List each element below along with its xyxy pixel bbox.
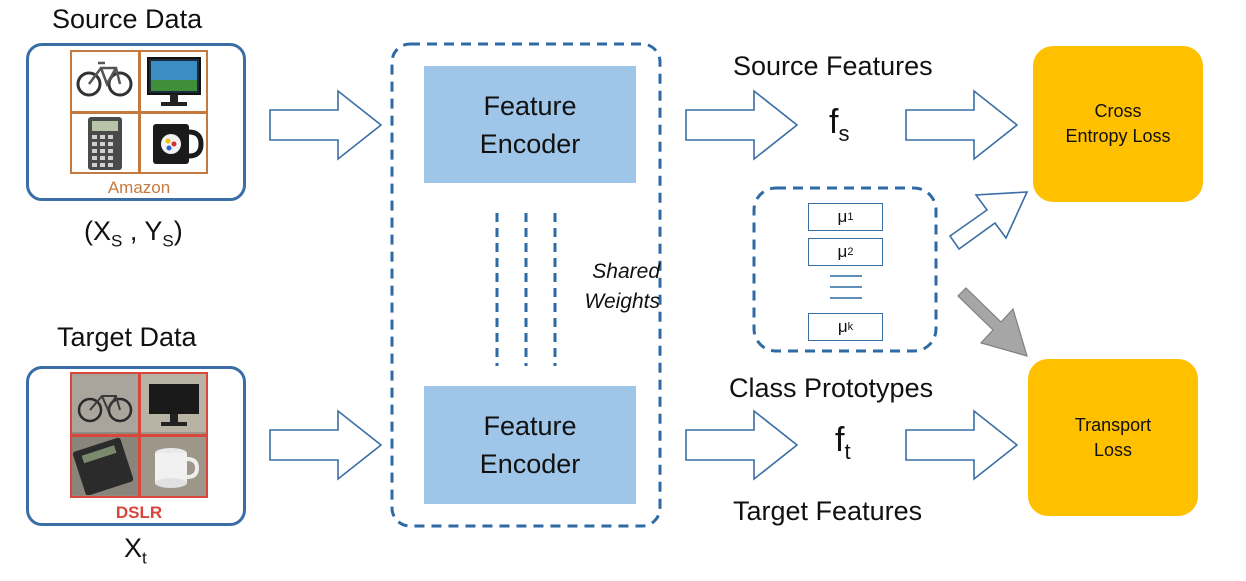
shared-weights-label: Shared Weights: [584, 260, 660, 313]
target-feature-symbol: ft: [835, 421, 851, 465]
prototype-sub: 1: [847, 211, 854, 223]
mug-image: [140, 113, 206, 172]
source-data-box: [26, 43, 246, 201]
source-features-title: Source Features: [733, 51, 933, 81]
target-notation-sub: t: [142, 548, 147, 568]
cross-entropy-loss-box: Cross Entropy Loss: [1033, 46, 1203, 202]
class-prototypes-title: Class Prototypes: [729, 373, 934, 403]
prototypes-dashed-frame: [752, 186, 938, 353]
target-notation-main: X: [124, 533, 143, 563]
arrow-prototypes-to-transport-loss: [957, 287, 1028, 357]
calculator-photo: [72, 436, 138, 496]
source-notation-part: , Y: [122, 216, 163, 246]
target-features-title: Target Features: [733, 496, 923, 526]
prototype-symbol: μ: [837, 317, 848, 336]
transport-loss-box: Transport Loss: [1028, 359, 1198, 516]
arrow-ft-to-transport-loss: [905, 409, 1019, 481]
mug-photo: [140, 436, 206, 496]
source-notation-sub: S: [162, 231, 174, 251]
arrow-target-to-encoder: [269, 409, 383, 481]
arrow-encoder-to-fs: [685, 89, 799, 161]
encoder-dashed-frame: [390, 42, 662, 528]
dslr-caption: DSLR: [115, 503, 163, 522]
source-feature-symbol: fs: [829, 103, 849, 147]
arrow-prototypes-to-ce-loss: [948, 191, 1029, 251]
target-feature-sub: t: [844, 438, 851, 464]
arrow-source-to-encoder: [269, 89, 383, 161]
monitor-image: [140, 52, 206, 111]
arrow-encoder-to-ft: [685, 409, 799, 481]
target-feature-f: f: [835, 421, 845, 459]
amazon-caption: Amazon: [107, 178, 171, 197]
prototype-sub: 2: [847, 246, 854, 258]
target-data-box: [26, 366, 246, 526]
source-feature-sub: s: [838, 120, 850, 146]
source-notation-part: (X: [84, 216, 111, 246]
source-notation: (XS , YS): [84, 216, 183, 251]
bicycle-photo: [72, 374, 138, 434]
source-notation-part: ): [173, 216, 183, 246]
monitor-photo: [140, 374, 206, 434]
target-image-grid: [70, 372, 208, 498]
source-data-title: Source Data: [52, 4, 203, 34]
prototype-symbol: μ: [837, 207, 848, 226]
feature-encoder-top: Feature Encoder: [424, 66, 636, 183]
source-feature-f: f: [829, 103, 839, 141]
feature-encoder-bottom: Feature Encoder: [424, 386, 636, 504]
calculator-image: [72, 113, 138, 172]
target-notation: Xt: [124, 533, 147, 568]
prototype-symbol: μ: [837, 242, 848, 261]
target-data-title: Target Data: [57, 322, 197, 352]
source-image-grid: [70, 50, 208, 174]
prototype-sub: k: [847, 321, 854, 333]
bicycle-image: [72, 52, 138, 111]
source-notation-sub: S: [111, 231, 123, 251]
arrow-fs-to-ce-loss: [905, 89, 1019, 161]
